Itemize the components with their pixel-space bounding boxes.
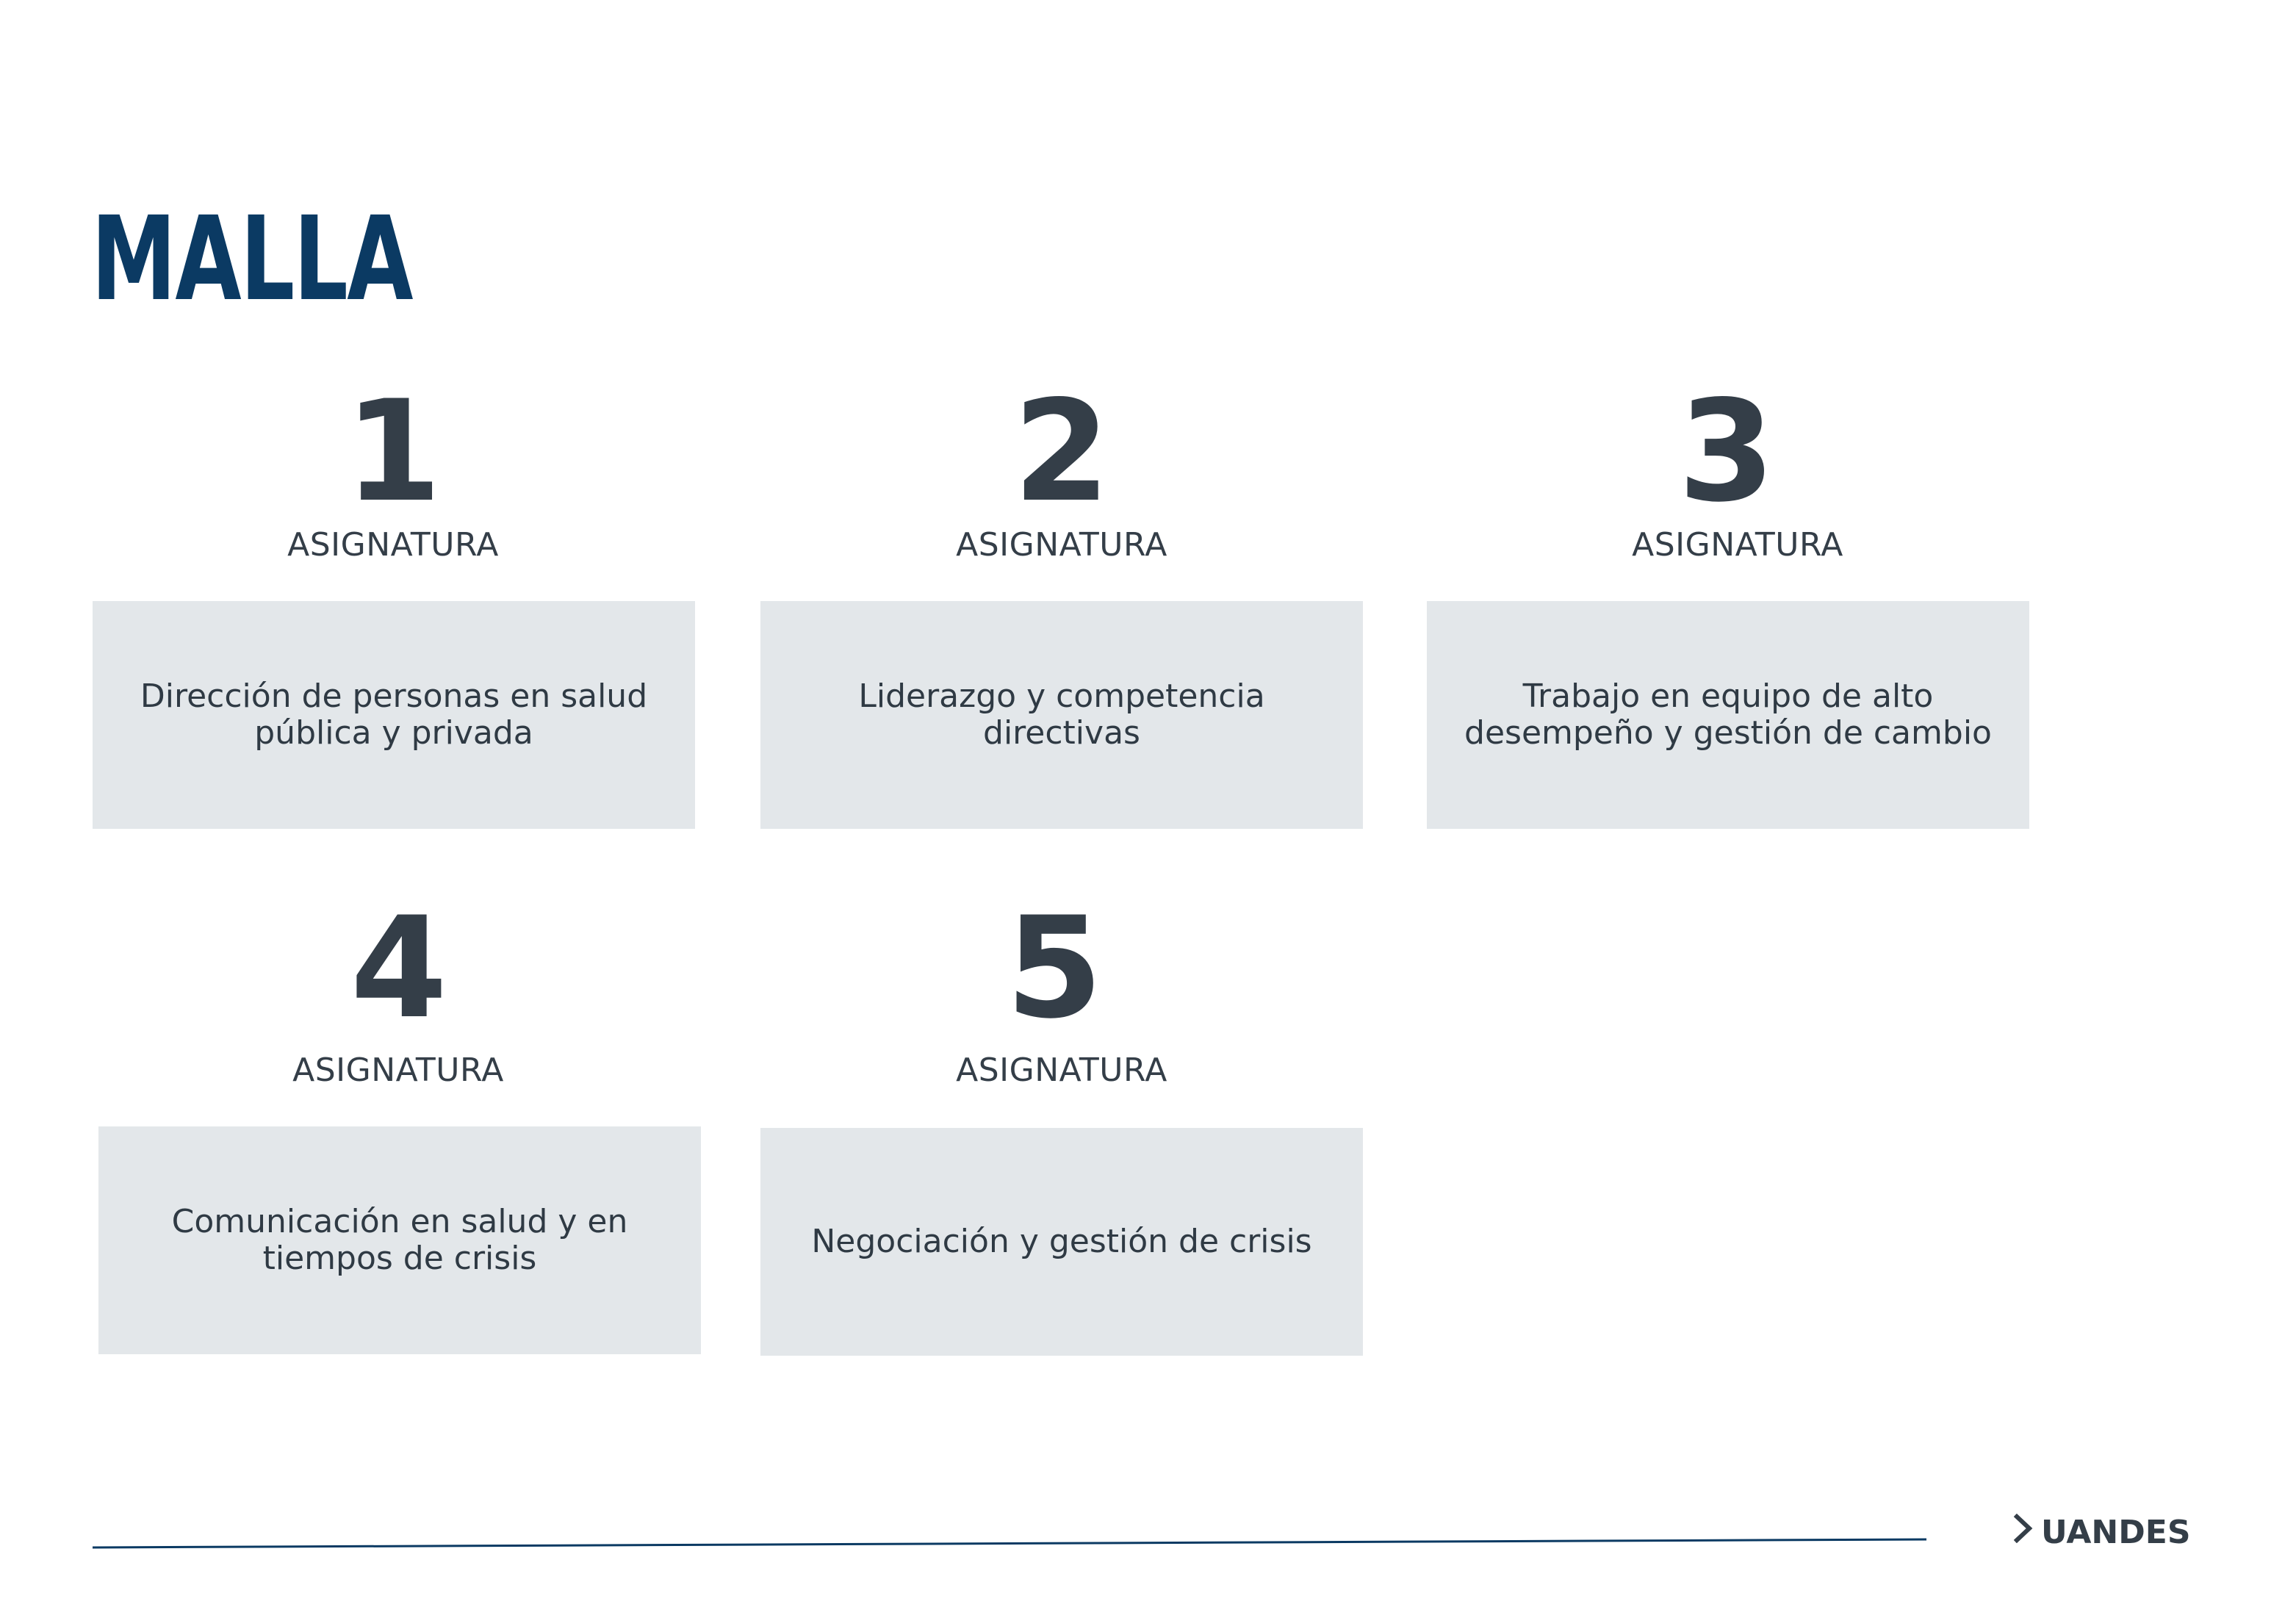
course-label-3: ASIGNATURA xyxy=(1632,526,1843,564)
course-number-2: 2 xyxy=(1012,370,1110,533)
course-label-1: ASIGNATURA xyxy=(287,526,499,564)
course-card-4: Comunicación en salud y en tiempos de cr… xyxy=(98,1126,701,1354)
course-label-4: ASIGNATURA xyxy=(292,1051,504,1089)
course-name-1: Dirección de personas en salud pública y… xyxy=(140,677,648,752)
course-name-3: Trabajo en equipo de alto desempeño y ge… xyxy=(1464,677,1992,752)
page-title: MALLA xyxy=(91,192,413,327)
footer-divider-line xyxy=(92,1538,1927,1549)
footer-brand: UANDES xyxy=(2013,1512,2191,1553)
course-number-3: 3 xyxy=(1677,370,1775,533)
course-number-4: 4 xyxy=(350,887,447,1049)
course-card-2: Liderazgo y competencia directivas xyxy=(760,601,1363,829)
course-card-5: Negociación y gestión de crisis xyxy=(760,1128,1363,1356)
course-name-5: Negociación y gestión de crisis xyxy=(811,1223,1312,1260)
course-card-3: Trabajo en equipo de alto desempeño y ge… xyxy=(1427,601,2029,829)
course-label-5: ASIGNATURA xyxy=(956,1051,1167,1089)
course-card-1: Dirección de personas en salud pública y… xyxy=(93,601,695,829)
course-name-2: Liderazgo y competencia directivas xyxy=(858,677,1265,752)
course-label-2: ASIGNATURA xyxy=(956,526,1167,564)
course-number-1: 1 xyxy=(344,370,442,533)
brand-name: UANDES xyxy=(2041,1514,2191,1551)
course-number-5: 5 xyxy=(1005,887,1103,1049)
course-name-4: Comunicación en salud y en tiempos de cr… xyxy=(171,1203,628,1277)
chevron-right-icon xyxy=(2013,1512,2034,1553)
